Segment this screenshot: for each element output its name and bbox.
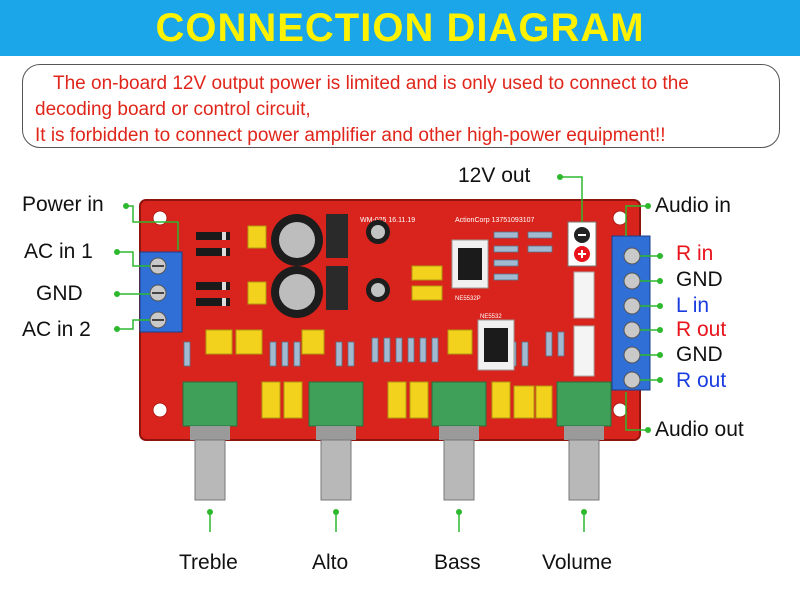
label-bass: Bass <box>434 551 481 574</box>
audio-terminal <box>611 235 651 391</box>
warning-notice: The on-board 12V output power is limited… <box>22 64 780 148</box>
label-alto: Alto <box>312 551 349 574</box>
notice-line-2: decoding board or control circuit, <box>35 99 311 120</box>
page-title: CONNECTION DIAGRAM <box>155 5 645 50</box>
opamp-chip-1 <box>451 239 489 289</box>
board-maker-text: ActionCorp 13751093107 <box>455 217 535 224</box>
leader-dots <box>114 174 663 515</box>
opamp-chip-2 <box>477 319 515 371</box>
label-ac-in-2: AC in 2 <box>22 318 91 341</box>
alto-pot <box>308 381 364 501</box>
mount-hole-tl <box>152 210 168 226</box>
label-gnd-audio-in: GND <box>676 268 723 291</box>
regulator-7812 <box>326 214 348 258</box>
label-r-out: R out <box>676 318 727 341</box>
treble-pot <box>182 381 238 501</box>
title-banner: CONNECTION DIAGRAM <box>0 0 800 56</box>
mount-hole-tr <box>612 210 628 226</box>
audio-in-header <box>573 271 595 319</box>
audio-out-header <box>573 325 595 377</box>
label-power-in: Power in <box>22 193 104 216</box>
label-gnd-power: GND <box>36 282 83 305</box>
label-ac-in-1: AC in 1 <box>24 240 93 263</box>
label-l-in: L in <box>676 294 710 317</box>
notice-line-1: The on-board 12V output power is limited… <box>53 73 689 94</box>
label-r-in: R in <box>676 242 714 265</box>
mount-hole-bl <box>152 402 168 418</box>
label-gnd-audio-out: GND <box>676 343 723 366</box>
rectifier-diodes <box>196 232 230 306</box>
mount-hole-br <box>612 402 628 418</box>
label-audio-out: Audio out <box>655 418 744 441</box>
label-treble: Treble <box>179 551 238 574</box>
filter-capacitors <box>271 214 390 318</box>
board-model-text: WM-025 16.11.19 <box>360 217 415 224</box>
chip1-label: NE5532P <box>455 296 481 302</box>
out-12v-connector <box>567 221 597 267</box>
label-r-out-2: R out <box>676 369 727 392</box>
label-volume: Volume <box>542 551 613 574</box>
label-12v-out: 12V out <box>458 164 531 187</box>
leader-lines <box>117 176 660 532</box>
regulator-7912 <box>326 266 348 310</box>
power-terminal <box>139 251 183 333</box>
volume-pot <box>556 381 612 501</box>
chip2-label: NE5532 <box>480 314 502 320</box>
notice-line-3: It is forbidden to connect power amplifi… <box>35 125 666 146</box>
label-audio-in: Audio in <box>655 194 731 217</box>
bass-pot <box>431 381 487 501</box>
film-capacitors <box>205 225 553 419</box>
